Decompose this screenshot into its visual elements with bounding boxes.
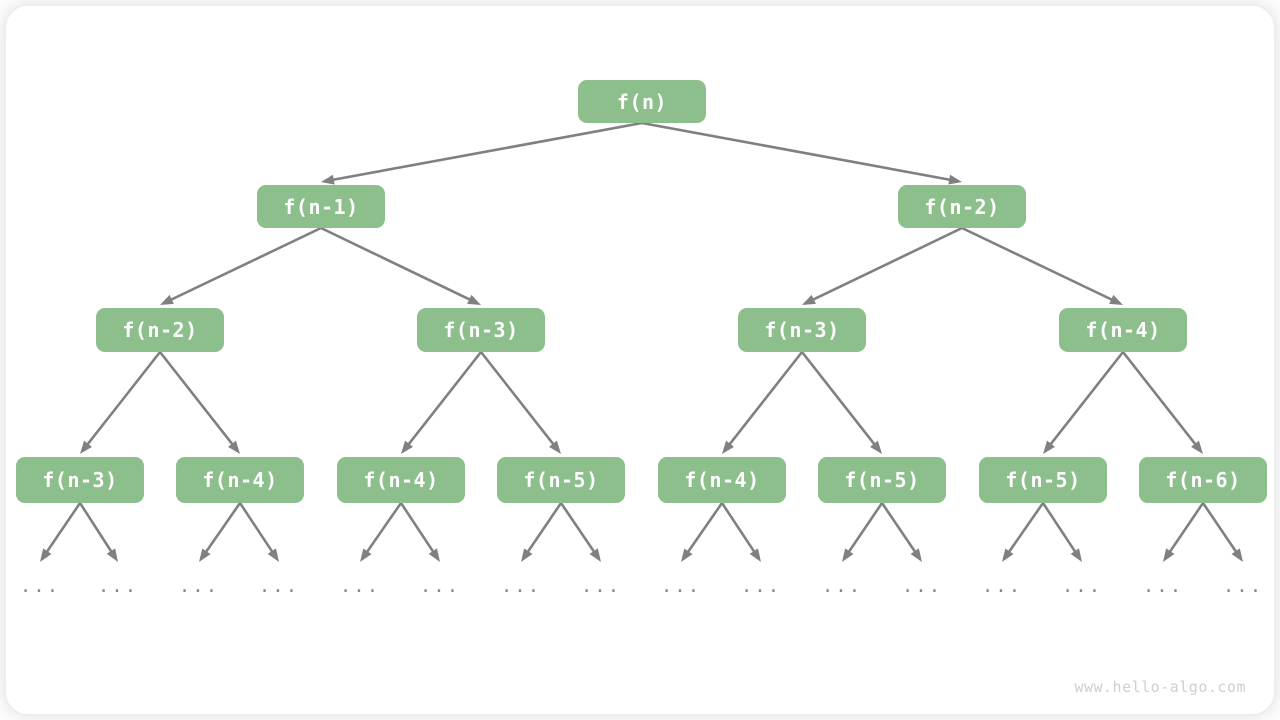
ellipsis-leaf: ... (1222, 574, 1264, 597)
tree-edge (722, 350, 804, 454)
tree-edge (160, 226, 323, 305)
tree-edge (1043, 350, 1125, 454)
tree-edge (800, 350, 882, 454)
ellipsis-leaf: ... (740, 574, 782, 597)
tree-node: f(n-4) (337, 457, 465, 503)
ellipsis-leaf: ... (339, 574, 381, 597)
leaf-edge (238, 501, 279, 562)
ellipsis-leaf: ... (580, 574, 622, 597)
tree-node: f(n-5) (979, 457, 1107, 503)
tree-edge (401, 350, 483, 454)
tree-node: f(n-2) (898, 185, 1026, 228)
leaf-edge (78, 501, 118, 562)
tree-edge (1121, 350, 1203, 454)
tree-node: f(n-3) (738, 308, 866, 352)
tree-node: f(n-4) (658, 457, 786, 503)
ellipsis-leaf: ... (178, 574, 220, 597)
leaf-edge (399, 501, 440, 562)
leaf-edge (40, 501, 82, 562)
leaf-edge (360, 501, 403, 562)
tree-node: f(n-4) (176, 457, 304, 503)
tree-node: f(n) (578, 80, 706, 123)
ellipsis-leaf: ... (258, 574, 300, 597)
tree-node: f(n-1) (257, 185, 385, 228)
tree-node: f(n-5) (497, 457, 625, 503)
watermark-label: www.hello-algo.com (1074, 678, 1246, 696)
tree-node: f(n-2) (96, 308, 224, 352)
tree-node: f(n-6) (1139, 457, 1267, 503)
ellipsis-leaf: ... (500, 574, 542, 597)
ellipsis-leaf: ... (660, 574, 702, 597)
leaf-edge (199, 501, 242, 562)
ellipsis-leaf: ... (901, 574, 943, 597)
leaf-edge (521, 501, 563, 562)
tree-node: f(n-3) (16, 457, 144, 503)
leaf-edge (880, 501, 922, 562)
tree-edge (479, 350, 561, 454)
ellipsis-leaf: ... (97, 574, 139, 597)
ellipsis-leaf: ... (19, 574, 61, 597)
tree-node: f(n-5) (818, 457, 946, 503)
leaf-edge (1201, 501, 1243, 562)
leaf-edge (1041, 501, 1082, 562)
ellipsis-leaf: ... (419, 574, 461, 597)
tree-node: f(n-3) (417, 308, 545, 352)
leaf-edge (842, 501, 884, 562)
tree-edge (321, 121, 644, 185)
tree-node: f(n-4) (1059, 308, 1187, 352)
leaf-edge (720, 501, 761, 562)
tree-edge (319, 226, 481, 305)
ellipsis-leaf: ... (981, 574, 1023, 597)
ellipsis-leaf: ... (1061, 574, 1103, 597)
leaf-edge (1163, 501, 1205, 562)
tree-edge (960, 226, 1123, 305)
leaf-edge (1002, 501, 1045, 562)
tree-edge (80, 350, 162, 454)
tree-edge (640, 121, 962, 185)
tree-edge (802, 226, 964, 305)
leaf-edge (559, 501, 601, 562)
tree-edge (158, 350, 240, 454)
ellipsis-leaf: ... (1142, 574, 1184, 597)
leaf-edge (681, 501, 724, 562)
ellipsis-leaf: ... (821, 574, 863, 597)
